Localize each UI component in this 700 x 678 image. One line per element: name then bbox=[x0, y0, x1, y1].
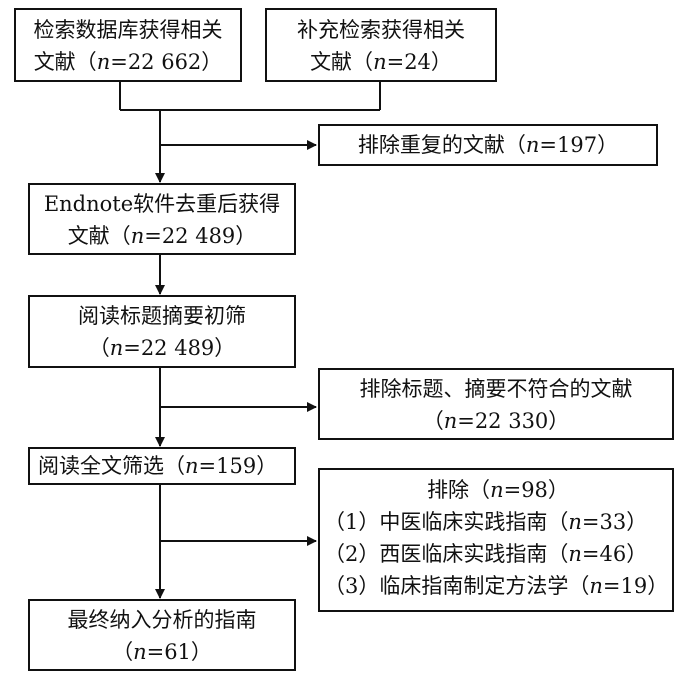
title-abstract-line1: 阅读标题摘要初筛 bbox=[78, 304, 246, 328]
fulltext-excluded-item-2: （2）西医临床实践指南（n=46） bbox=[324, 542, 648, 566]
box-title-abstract-excluded: 排除标题、摘要不符合的文献 （n=22 330） bbox=[318, 368, 674, 440]
endnote-line2: 文献（n=22 489） bbox=[67, 224, 257, 248]
duplicates-excluded-text: 排除重复的文献（n=197） bbox=[357, 133, 619, 157]
box-final-included: 最终纳入分析的指南 （n=61） bbox=[28, 599, 296, 671]
fulltext-excluded-item-1: （1）中医临床实践指南（n=33） bbox=[324, 510, 648, 534]
box-fulltext-screening: 阅读全文筛选（n=159） bbox=[28, 447, 296, 485]
box-fulltext-excluded: 排除（n=98） （1）中医临床实践指南（n=33） （2）西医临床实践指南（n… bbox=[318, 468, 674, 612]
box-endnote-dedup: Endnote软件去重后获得 文献（n=22 489） bbox=[28, 183, 296, 255]
title-abstract-excluded-line2: （n=22 330） bbox=[422, 409, 570, 433]
supplementary-search-line2: 文献（n=24） bbox=[310, 50, 452, 74]
box-title-abstract-screening: 阅读标题摘要初筛 （n=22 489） bbox=[28, 295, 296, 368]
title-abstract-line2: （n=22 489） bbox=[88, 336, 236, 360]
title-abstract-excluded-line1: 排除标题、摘要不符合的文献 bbox=[359, 377, 633, 401]
box-duplicates-excluded: 排除重复的文献（n=197） bbox=[318, 124, 658, 166]
endnote-line1: Endnote软件去重后获得 bbox=[43, 192, 281, 216]
fulltext-text: 阅读全文筛选（n=159） bbox=[38, 454, 278, 478]
final-line2: （n=61） bbox=[112, 640, 212, 664]
box-supplementary-search: 补充检索获得相关 文献（n=24） bbox=[265, 8, 497, 82]
fulltext-excluded-heading: 排除（n=98） bbox=[427, 478, 569, 502]
box-database-search: 检索数据库获得相关 文献（n=22 662） bbox=[14, 8, 242, 82]
database-search-line1: 检索数据库获得相关 bbox=[33, 18, 223, 42]
fulltext-excluded-item-3: （3）临床指南制定方法学（n=19） bbox=[324, 574, 669, 598]
database-search-line2: 文献（n=22 662） bbox=[33, 50, 223, 74]
supplementary-search-line1: 补充检索获得相关 bbox=[297, 18, 465, 42]
final-line1: 最终纳入分析的指南 bbox=[67, 608, 257, 632]
